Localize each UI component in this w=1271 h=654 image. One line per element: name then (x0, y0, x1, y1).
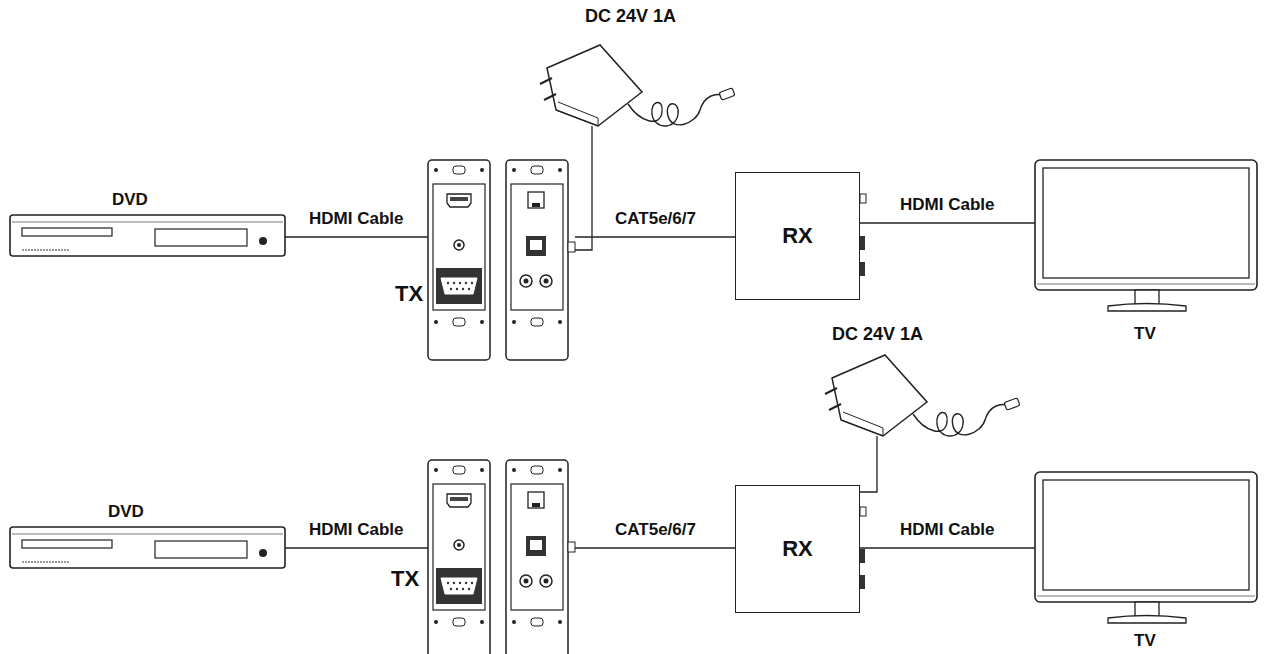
rx-receiver: RX (735, 485, 860, 613)
power-cord (575, 126, 592, 250)
signal-cable (575, 236, 735, 237)
tv-display: TV (1035, 160, 1257, 290)
cable-label: HDMI Cable (307, 521, 405, 540)
power-cord (860, 436, 877, 492)
device-label: DVD (112, 191, 148, 210)
device-label: TV (1134, 325, 1156, 344)
device-label: RX (782, 537, 813, 561)
cable-label: HDMI Cable (898, 521, 996, 540)
power-adapter: DC 24V 1A (545, 45, 642, 126)
cable-label: CAT5e/6/7 (613, 210, 698, 229)
signal-cable (860, 222, 1035, 223)
cable-label: HDMI Cable (307, 210, 405, 229)
cable-label: HDMI Cable (898, 196, 996, 215)
dvd-player: DVD (10, 215, 285, 256)
device-label: DC 24V 1A (832, 325, 923, 345)
device-label: DC 24V 1A (585, 7, 676, 27)
signal-cable (285, 236, 428, 237)
tv-display: TV (1035, 472, 1257, 602)
device-label: TX (395, 282, 423, 306)
tx-wall-plate: TX (428, 160, 575, 330)
device-label: RX (782, 224, 813, 248)
device-label: TV (1134, 632, 1156, 651)
cable-label: CAT5e/6/7 (613, 521, 698, 540)
signal-cable (860, 547, 1035, 548)
signal-cable (575, 547, 735, 548)
rx-receiver: RX (735, 172, 860, 300)
power-adapter: DC 24V 1A (830, 355, 927, 436)
signal-cable (285, 547, 428, 548)
dvd-player: DVD (10, 527, 285, 568)
tx-wall-plate: TX (428, 460, 575, 654)
device-label: TX (391, 567, 419, 591)
device-label: DVD (108, 503, 144, 522)
